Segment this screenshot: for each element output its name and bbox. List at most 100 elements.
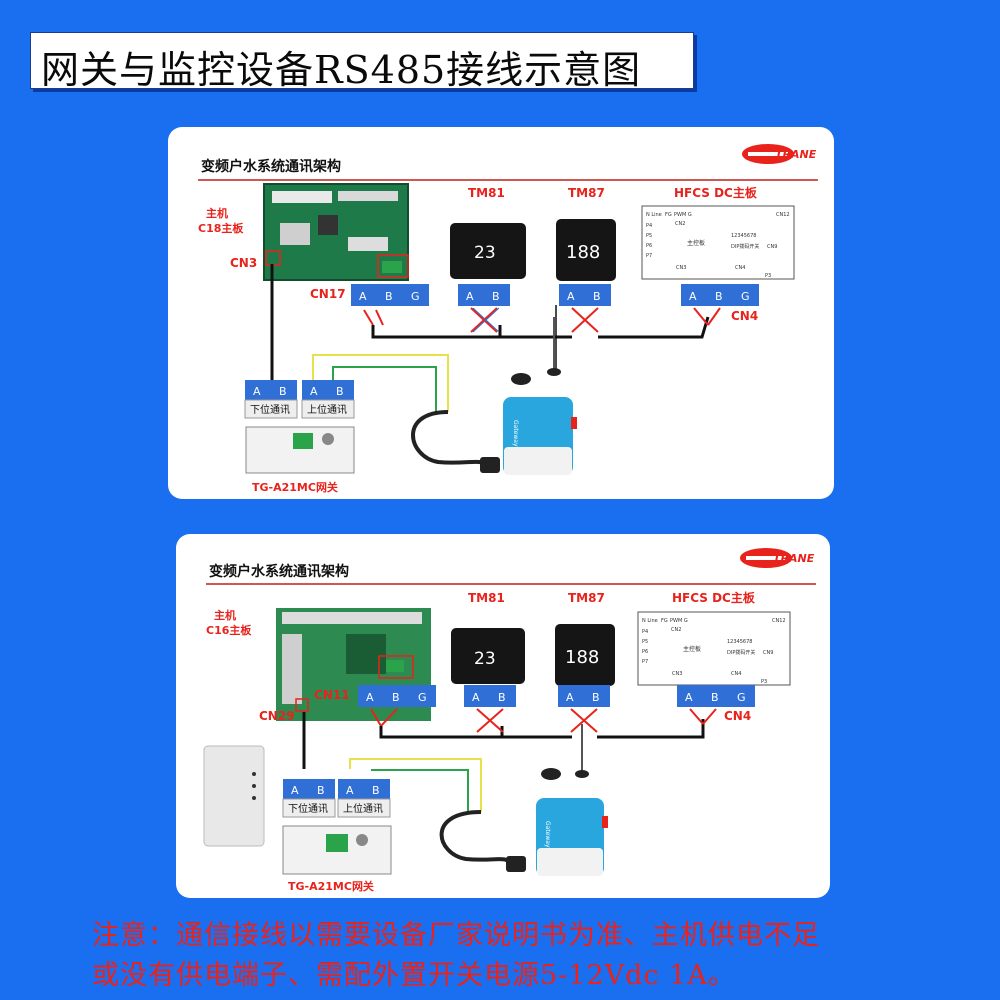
svg-text:CN12: CN12 xyxy=(776,212,790,218)
tm81-label: TM81 xyxy=(468,186,505,200)
tm81-terminals: A B xyxy=(458,284,510,306)
svg-text:上位通讯: 上位通讯 xyxy=(343,802,383,815)
antenna-icon xyxy=(541,724,589,780)
svg-text:CN2: CN2 xyxy=(671,627,681,633)
svg-text:CN4: CN4 xyxy=(735,265,745,271)
svg-text:G: G xyxy=(411,290,420,303)
svg-text:188: 188 xyxy=(566,242,600,263)
cable-icon xyxy=(411,410,500,473)
svg-text:B: B xyxy=(593,290,601,303)
cn17-label: CN17 xyxy=(310,287,346,301)
wiring-note: 注意：通信接线以需要设备厂家说明书为准、主机供电不足 或没有供电端子、需配外置开… xyxy=(92,916,982,996)
svg-text:DIP拨码开关: DIP拨码开关 xyxy=(731,243,759,250)
svg-text:A: A xyxy=(689,290,697,303)
svg-text:PWM G: PWM G xyxy=(670,618,688,624)
tm87-thermostat: 188 xyxy=(555,624,615,686)
svg-text:P5: P5 xyxy=(646,233,652,239)
svg-text:Gateway: Gateway xyxy=(544,821,551,848)
cn11-terminals: A B G xyxy=(358,685,436,707)
tm87-terminals: A B xyxy=(558,685,610,707)
svg-text:A: A xyxy=(359,290,367,303)
svg-text:B: B xyxy=(711,691,719,704)
svg-text:B: B xyxy=(279,385,287,398)
note-line-1: 注意：通信接线以需要设备厂家说明书为准、主机供电不足 xyxy=(92,920,820,951)
svg-text:P6: P6 xyxy=(646,243,652,249)
hfcs-board: N Line FG PWM G CN2 CN12 CN9 P4 P5 P6 P7… xyxy=(641,205,795,280)
tm87-thermostat: 188 xyxy=(556,219,616,281)
svg-text:PWM G: PWM G xyxy=(674,212,692,218)
tm81-thermostat: 23 xyxy=(451,628,525,684)
hfcs-label: HFCS DC主板 xyxy=(672,590,756,605)
svg-text:12345678: 12345678 xyxy=(727,639,752,645)
svg-text:下位通讯: 下位通讯 xyxy=(288,802,328,815)
svg-text:Gateway: Gateway xyxy=(512,420,519,447)
svg-text:B: B xyxy=(336,385,344,398)
tm87-label: TM87 xyxy=(568,186,605,200)
trane-logo: TRANE xyxy=(740,548,815,568)
cn4-terminals: A B G xyxy=(681,284,759,306)
svg-text:P3: P3 xyxy=(761,679,767,685)
svg-text:A: A xyxy=(472,691,480,704)
tm87-label: TM87 xyxy=(568,591,605,605)
diagram-1-svg: 变频户水系统通讯架构 TRANE 主机 C18主板 CN3 CN17 A xyxy=(198,144,818,494)
cn17-terminals: A B G xyxy=(351,284,429,306)
host-label: 主机 xyxy=(214,608,236,622)
svg-text:N Line: N Line xyxy=(646,212,662,218)
svg-text:P5: P5 xyxy=(642,639,648,645)
svg-text:FG: FG xyxy=(661,618,668,624)
svg-text:CN4: CN4 xyxy=(731,671,741,677)
svg-text:A: A xyxy=(291,784,299,797)
cable-icon xyxy=(439,810,526,872)
gateway-device xyxy=(282,825,392,875)
antenna-icon xyxy=(511,317,561,385)
note-line-2: 或没有供电端子、需配外置开关电源5-12Vdc 1A。 xyxy=(92,960,736,991)
svg-text:G: G xyxy=(418,691,427,704)
svg-text:下位通讯: 下位通讯 xyxy=(250,403,290,416)
svg-text:23: 23 xyxy=(474,243,496,263)
host-label: 主机 xyxy=(206,206,228,220)
svg-text:188: 188 xyxy=(565,647,599,668)
svg-text:A: A xyxy=(253,385,261,398)
svg-text:P7: P7 xyxy=(646,253,652,259)
svg-text:P7: P7 xyxy=(642,659,648,665)
cn4-label: CN4 xyxy=(731,309,758,323)
host-board-label: C16主板 xyxy=(206,623,252,637)
svg-text:DIP拨码开关: DIP拨码开关 xyxy=(727,649,755,656)
svg-text:上位通讯: 上位通讯 xyxy=(307,403,347,416)
rs485-bus xyxy=(302,708,717,812)
cn4-label: CN4 xyxy=(724,709,751,723)
svg-text:A: A xyxy=(310,385,318,398)
diagram-heading: 变频户水系统通讯架构 xyxy=(209,563,349,580)
svg-text:G: G xyxy=(741,290,750,303)
gateway-terminals: A B A B 下位通讯 上位通讯 xyxy=(282,779,391,818)
svg-text:CN3: CN3 xyxy=(676,265,686,271)
trane-logo: TRANE xyxy=(742,144,817,164)
rs485-bus xyxy=(270,264,721,412)
brand-text: TRANE xyxy=(775,148,817,161)
svg-text:B: B xyxy=(492,290,500,303)
tm81-terminals: A B xyxy=(464,685,516,707)
gateway-device xyxy=(245,426,355,474)
tm81-label: TM81 xyxy=(468,591,505,605)
svg-text:B: B xyxy=(592,691,600,704)
svg-text:A: A xyxy=(346,784,354,797)
svg-text:A: A xyxy=(366,691,374,704)
svg-text:B: B xyxy=(498,691,506,704)
svg-text:A: A xyxy=(685,691,693,704)
svg-text:B: B xyxy=(385,290,393,303)
diagram-panel-2: 变频户水系统通讯架构 TRANE 主机 C16主板 CN11 CN29 A B … xyxy=(176,534,830,898)
title-box: 网关与监控设备RS485接线示意图 xyxy=(30,32,694,92)
diagram-panel-1: 变频户水系统通讯架构 TRANE 主机 C18主板 CN3 CN17 A xyxy=(168,127,834,499)
svg-text:P3: P3 xyxy=(765,273,771,279)
svg-text:A: A xyxy=(567,290,575,303)
hfcs-board: N Line FG PWM G CN2 CN12 CN9 P4 P5 P6 P7… xyxy=(637,611,791,686)
svg-text:B: B xyxy=(317,784,325,797)
svg-text:P4: P4 xyxy=(646,223,652,229)
svg-text:A: A xyxy=(466,290,474,303)
svg-text:FG: FG xyxy=(665,212,672,218)
wall-controller xyxy=(203,745,265,847)
cn4-terminals: A B G xyxy=(677,685,755,707)
tm81-thermostat: 23 xyxy=(450,223,526,279)
svg-text:P4: P4 xyxy=(642,629,648,635)
svg-text:G: G xyxy=(737,691,746,704)
